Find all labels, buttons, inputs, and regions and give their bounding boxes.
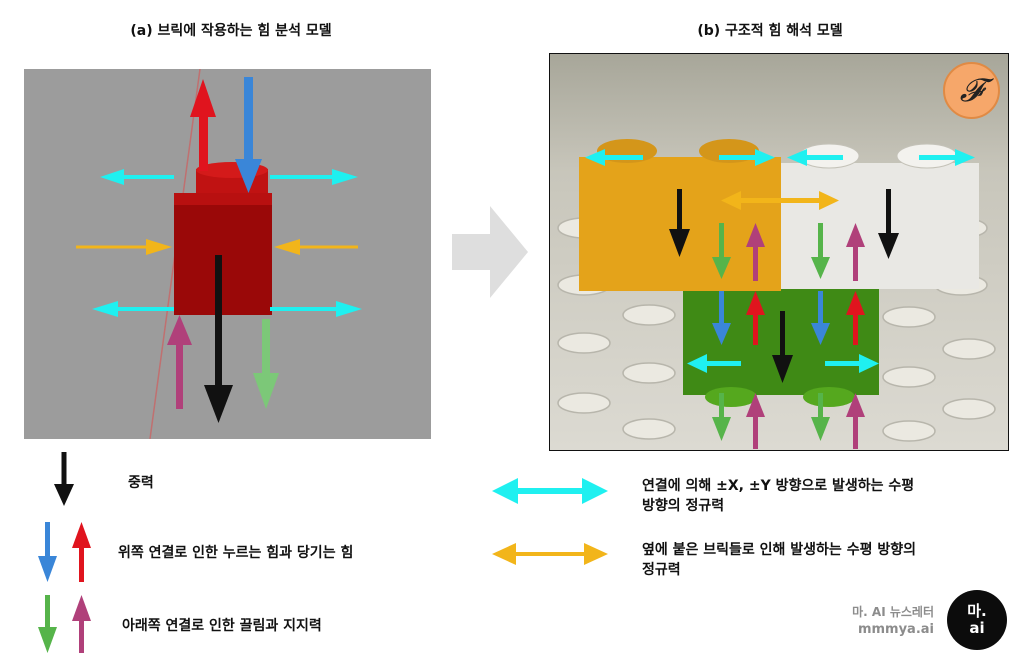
watermark-text: 마. AI 뉴스레터 mmmya.ai	[836, 603, 934, 639]
legend-yellow-double-arrow	[492, 543, 608, 565]
cyan-arrow-right-top	[270, 169, 358, 185]
watermark-logo: 마. ai	[947, 590, 1007, 650]
green-arrows-down	[712, 223, 830, 441]
legend-yellow-label-line1: 옆에 붙은 브릭들로 인해 발생하는 수평 방향의	[642, 542, 916, 558]
white-brick	[781, 143, 979, 289]
yellow-double-arrow	[721, 191, 839, 210]
legend-cyan-double-arrow	[492, 478, 608, 504]
watermark-logo-line2: ai	[969, 619, 985, 637]
legend-cyan-label-line1: 연결에 의해 ±X, ±Y 방향으로 발생하는 수평	[642, 478, 915, 494]
legend-gravity-label: 중력	[128, 475, 154, 491]
legend-lower-connection-label: 아래쪽 연결로 인한 끌림과 지지력	[122, 618, 322, 634]
watermark-logo-line1: 마.	[967, 602, 987, 620]
red-arrows-up	[746, 291, 865, 345]
blue-arrow-down	[235, 77, 262, 193]
yellow-arrow-right	[76, 239, 172, 255]
legend-cyan-label-line2: 방향의 정규력	[642, 498, 725, 514]
legend-cyan-label: 연결에 의해 ±X, ±Y 방향으로 발생하는 수평 방향의 정규력	[642, 476, 914, 516]
force-badge-label: 𝓕	[959, 71, 984, 109]
cyan-arrows-top	[585, 149, 975, 166]
red-arrow-up	[190, 79, 216, 171]
legend-gravity-icon	[54, 452, 74, 506]
panel-b-diagram	[549, 53, 1009, 451]
cyan-arrow-left-bottom	[92, 301, 174, 317]
cyan-arrows-middle	[687, 354, 879, 373]
panel-a-diagram	[24, 69, 431, 439]
black-gravity-arrows	[669, 189, 899, 383]
legend-yellow-label-line2: 정규력	[642, 562, 681, 578]
watermark-name: 마. AI 뉴스레터	[852, 605, 934, 619]
blue-arrows-down	[712, 291, 830, 345]
panel-b-title: (b) 구조적 힘 해석 모델	[697, 23, 843, 39]
watermark-url: mmmya.ai	[857, 622, 934, 637]
panel-a-title: (a) 브릭에 작용하는 힘 분석 모델	[130, 23, 332, 39]
magenta-arrows-up	[746, 223, 865, 449]
legend-lower-connection-icon	[38, 595, 91, 653]
force-badge: 𝓕	[943, 62, 1000, 119]
cyan-arrow-left-top	[100, 169, 174, 185]
cyan-arrow-right-bottom	[270, 301, 362, 317]
legend-upper-connection-label: 위쪽 연결로 인한 누르는 힘과 당기는 힘	[118, 545, 354, 561]
legend-upper-connection-icon	[38, 522, 91, 582]
legend-yellow-label: 옆에 붙은 브릭들로 인해 발생하는 수평 방향의 정규력	[642, 540, 916, 580]
yellow-arrow-left	[274, 239, 358, 255]
magenta-arrow-up	[167, 315, 192, 409]
black-gravity-arrow	[204, 255, 233, 423]
green-arrow-down	[253, 319, 279, 409]
transition-arrow	[452, 206, 528, 298]
